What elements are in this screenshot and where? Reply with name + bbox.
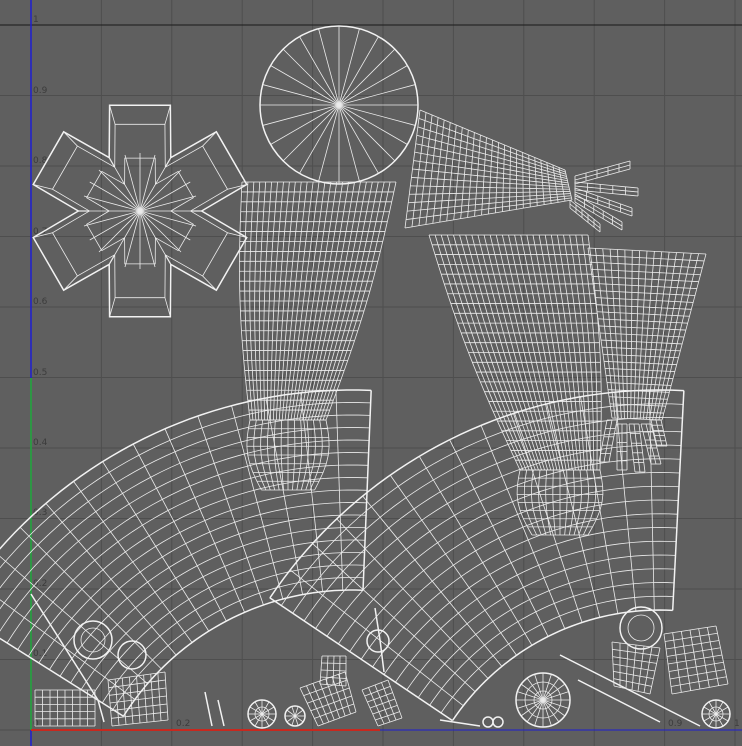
- v-label-0.8: 0.8: [33, 156, 48, 166]
- u-label-0.9: 0.9: [668, 719, 683, 729]
- v-label-0.2: 0.2: [33, 579, 47, 589]
- v-label-0.6: 0.6: [33, 297, 48, 307]
- axis-labels: 1 0.9 0.8 0.7 0.6 0.5 0.4 0.3 0.2 0.1 0 …: [33, 15, 740, 729]
- uv-shells[interactable]: [0, 25, 731, 729]
- v-label-0.7: 0.7: [33, 227, 47, 237]
- v-label-0.5: 0.5: [33, 368, 47, 378]
- v-label-0.9: 0.9: [33, 86, 48, 96]
- v-label-0.3: 0.3: [33, 508, 47, 518]
- small-parts-cluster[interactable]: [30, 593, 731, 729]
- flower-cap-shell[interactable]: [32, 104, 248, 318]
- v-label-0: 0: [33, 719, 39, 729]
- u-label-0.2: 0.2: [176, 719, 190, 729]
- v-label-0.4: 0.4: [33, 438, 48, 448]
- torso-shell-left[interactable]: [239, 181, 397, 491]
- skirt-shell-left[interactable]: [0, 389, 372, 717]
- circle-cap-shell[interactable]: [259, 25, 419, 185]
- v-label-0.1: 0.1: [33, 649, 47, 659]
- skirt-shell-right[interactable]: [269, 389, 685, 722]
- u-label-1: 1: [734, 719, 740, 729]
- sleeve-shell-top[interactable]: [404, 109, 639, 233]
- v-label-1: 1: [33, 15, 39, 25]
